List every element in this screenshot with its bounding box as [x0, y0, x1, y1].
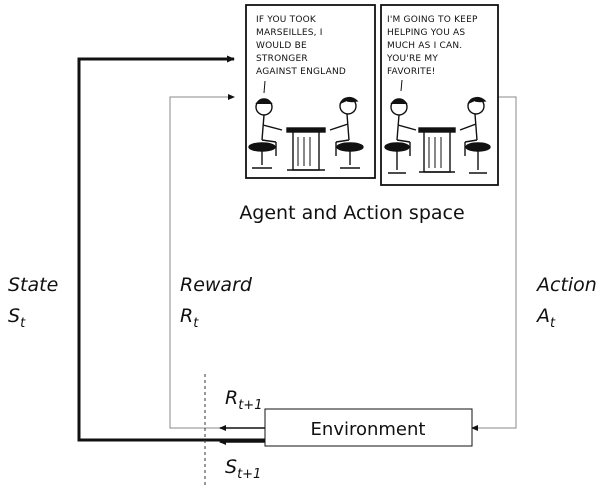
action-label: Action — [535, 274, 597, 296]
environment-label: Environment — [311, 419, 426, 440]
comic-panel-left: IF YOU TOOK MARSEILLES, I WOULD BE STRON… — [245, 4, 376, 179]
next-reward-symbol: Rt+1 — [225, 387, 262, 413]
comic-right-figures-icon — [384, 96, 491, 174]
comic-left-figures-icon — [248, 96, 364, 171]
comic-left-line-2: MARSEILLES, I — [256, 28, 323, 38]
state-symbol: St — [8, 305, 26, 331]
action-arrow — [471, 96, 517, 431]
comic-left-line-4: STRONGER — [256, 54, 308, 64]
state-loop-arrow — [77, 55, 265, 442]
comic-left-line-5: AGAINST ENGLAND — [256, 67, 346, 77]
state-label: State — [8, 274, 58, 296]
comic-right-line-2: HELPING YOU AS — [387, 28, 465, 38]
next-state-symbol: St+1 — [225, 456, 261, 482]
comic-right-line-5: FAVORITE! — [387, 67, 436, 77]
comic-panel-right: I'M GOING TO KEEP HELPING YOU AS MUCH AS… — [380, 4, 499, 186]
reward-loop-arrow — [169, 94, 265, 429]
comic-right-line-4: YOU'RE MY — [386, 54, 438, 64]
agent-caption: Agent and Action space — [239, 202, 464, 224]
comic-right-line-1: I'M GOING TO KEEP — [387, 15, 478, 25]
comic-left-line-3: WOULD BE — [256, 41, 307, 51]
reward-symbol: Rt — [180, 305, 199, 331]
comic-left-line-1: IF YOU TOOK — [256, 15, 317, 25]
comic-right-line-3: MUCH AS I CAN. — [387, 41, 462, 51]
environment-box — [264, 408, 473, 447]
reward-label: Reward — [180, 274, 253, 296]
action-symbol: At — [535, 305, 556, 331]
